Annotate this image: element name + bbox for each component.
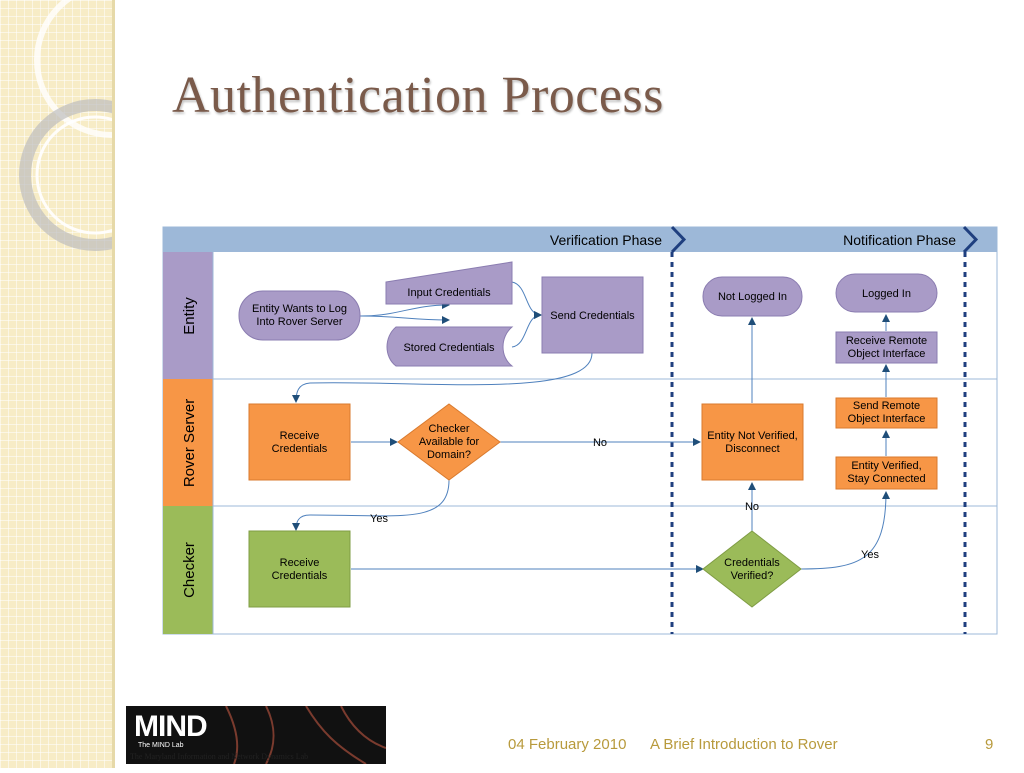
side-strip-edge <box>112 0 115 768</box>
lane-header-rover <box>163 379 213 506</box>
node-text: Receive Remote <box>846 335 927 347</box>
edge-label-no-verified: No <box>745 501 759 513</box>
node-entity-not-verified-disconnect <box>701 403 804 481</box>
node-logged-in <box>835 273 938 313</box>
node-text: Credentials <box>272 570 328 582</box>
node-text: Send Credentials <box>550 310 635 322</box>
node-not-logged-in <box>702 276 803 317</box>
lane-header-checker <box>163 506 213 634</box>
footer-date: 04 February 2010 <box>508 736 627 753</box>
logo-main-text: MIND <box>134 710 208 743</box>
page-number: 9 <box>985 736 994 753</box>
node-rover-receive-credentials <box>248 403 351 481</box>
phase-chevron-2 <box>962 225 979 254</box>
phase-header-bar <box>163 227 997 252</box>
node-text: Entity Wants to Log <box>252 303 347 315</box>
edge-label-yes-available: Yes <box>370 513 388 525</box>
lane-label-rover: Rover Server <box>181 399 198 487</box>
node-text: Stay Connected <box>847 473 925 485</box>
node-text: Entity Not Verified, <box>707 430 798 442</box>
node-text: Input Credentials <box>407 287 491 299</box>
node-text: Not Logged In <box>718 291 787 303</box>
notification-phase-label: Notification Phase <box>843 232 956 248</box>
slide-title: Authentication Process <box>172 67 664 124</box>
node-entity-verified-stay-connected <box>835 456 938 490</box>
lane-header-entity <box>163 252 213 379</box>
phase-chevron-1 <box>670 225 687 254</box>
node-text: Send Remote <box>853 400 920 412</box>
verification-phase-label: Verification Phase <box>550 232 662 248</box>
node-text: Receive <box>280 430 320 442</box>
node-text: Credentials <box>724 557 780 569</box>
node-text: Domain? <box>427 449 471 461</box>
node-send-credentials <box>541 276 644 354</box>
node-text: Into Rover Server <box>256 316 343 328</box>
node-credentials-verified <box>702 530 802 608</box>
edge-label-yes-verified: Yes <box>861 549 879 561</box>
node-text: Checker <box>429 423 470 435</box>
node-text: Credentials <box>272 443 328 455</box>
node-checker-available-for-domain <box>397 403 501 481</box>
node-text: Available for <box>419 436 480 448</box>
lane-label-entity: Entity <box>181 297 198 335</box>
node-text: Verified? <box>731 570 774 582</box>
node-entity-wants-to-log-in <box>238 290 361 341</box>
logo-caption: The Maryland Information and Network Dyn… <box>130 752 309 761</box>
lane-label-checker: Checker <box>181 542 198 598</box>
node-text: Disconnect <box>725 443 779 455</box>
node-stored-credentials <box>386 326 514 367</box>
node-input-credentials <box>385 261 513 305</box>
footer-subtitle: A Brief Introduction to Rover <box>650 736 838 753</box>
node-text: Stored Credentials <box>403 342 495 354</box>
node-text: Receive <box>280 557 320 569</box>
decorative-side-strip <box>0 0 190 768</box>
logo-tag-text: The MIND Lab <box>138 742 184 749</box>
logo-swoosh <box>225 706 386 764</box>
node-send-remote-object-interface <box>835 397 938 429</box>
node-receive-remote-object-interface <box>835 331 938 364</box>
mind-lab-logo: MIND The MIND Lab <box>126 706 386 764</box>
node-text: Logged In <box>862 288 911 300</box>
node-text: Object Interface <box>848 348 926 360</box>
connectors <box>292 281 890 573</box>
node-text: Entity Verified, <box>851 460 921 472</box>
node-checker-receive-credentials <box>248 530 351 608</box>
edge-label-no-available: No <box>593 437 607 449</box>
node-text: Object Interface <box>848 413 926 425</box>
